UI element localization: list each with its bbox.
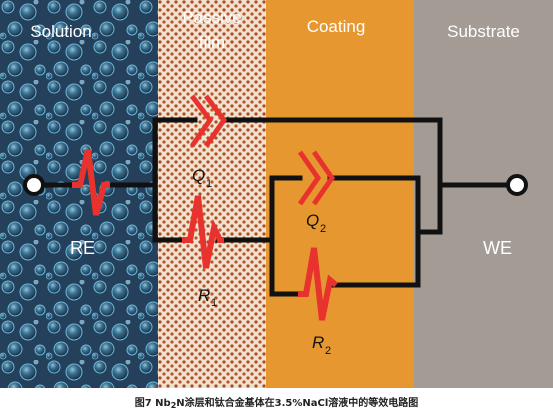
r2-subscript: 2 (325, 345, 331, 357)
passive-film-title-line2: film (198, 33, 226, 52)
q2-subscript: 2 (320, 223, 326, 235)
solution-bubbles (0, 0, 158, 388)
r1-subscript: 1 (211, 297, 217, 309)
equivalent-circuit: RE WE Q 1 R 1 Q 2 R 2 (23, 94, 528, 357)
re-label: RE (70, 238, 95, 258)
r2-resistor (298, 247, 338, 321)
substrate-title: Substrate (447, 22, 520, 41)
q2-label: Q (306, 211, 319, 230)
caption-subscript: 2 (170, 401, 177, 410)
diagram-scene: Solution Passive film Coating Substrate (0, 0, 553, 388)
q1-cpe (189, 94, 228, 148)
substrate-panel: Substrate (414, 0, 553, 388)
re-terminal (23, 174, 45, 196)
solution-resistor (72, 149, 110, 216)
caption-suffix: N涂层和钛合金基体在3.5%NaCl溶液中的等效电路图 (176, 398, 419, 409)
we-label: WE (483, 238, 512, 258)
we-terminal (506, 174, 528, 196)
q1-label: Q (192, 166, 205, 185)
caption-prefix: 图7 Nb (134, 398, 171, 409)
figure-caption: 图7 Nb2N涂层和钛合金基体在3.5%NaCl溶液中的等效电路图 (0, 394, 553, 414)
q1-subscript: 1 (206, 178, 212, 190)
passive-film-panel: Passive film (158, 0, 266, 388)
passive-film-title-line1: Passive (182, 8, 242, 27)
coating-title: Coating (306, 17, 366, 36)
solution-panel: Solution (0, 0, 158, 388)
passive-film-dots (158, 0, 266, 388)
coating-panel: Coating (266, 0, 414, 388)
circuit-wires (39, 117, 511, 297)
solution-title: Solution (30, 22, 92, 41)
q2-cpe (297, 150, 336, 206)
r2-label: R (312, 333, 324, 352)
r1-resistor (182, 195, 224, 269)
r1-label: R (198, 286, 210, 305)
